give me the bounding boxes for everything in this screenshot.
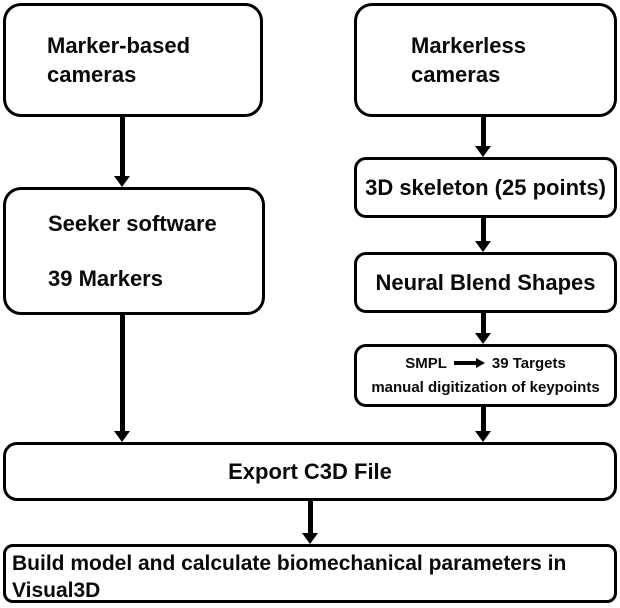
arrow-skeleton-to-neural-icon	[475, 218, 491, 252]
smpl-label: SMPL	[405, 354, 447, 372]
box-markerless-cameras-text: Markerless cameras	[357, 6, 614, 114]
arrow-markerless-to-skeleton-icon	[475, 117, 491, 157]
box-neural-blend-shapes: Neural Blend Shapes	[354, 252, 617, 313]
arrow-head	[475, 333, 491, 344]
right-arrow-icon	[453, 358, 485, 369]
box-label-line: Markerless	[411, 33, 526, 58]
arrow-shaft	[307, 501, 313, 533]
box-seeker-software-text: Seeker software 39 Markers	[6, 190, 262, 312]
arrow-seeker-to-export-icon	[114, 315, 130, 442]
box-label-line: 39 Markers	[48, 266, 163, 291]
box-markerless-cameras: Markerless cameras	[354, 3, 617, 117]
box-export-c3d-file: Export C3D File	[3, 442, 617, 501]
box-smpl-targets-text: SMPL 39 Targets manual digitization of k…	[357, 347, 614, 404]
arrow-shaft	[119, 315, 125, 431]
box-seeker-software: Seeker software 39 Markers	[3, 187, 265, 315]
box-label-line: cameras	[47, 62, 137, 87]
box-3d-skeleton: 3D skeleton (25 points)	[354, 157, 617, 218]
box-label: 3D skeleton (25 points)	[365, 174, 606, 200]
arrow-shaft	[480, 313, 486, 333]
box-marker-based-cameras: Marker-based cameras	[3, 3, 263, 117]
arrow-shaft	[480, 117, 486, 146]
box-label-line: Marker-based	[47, 33, 191, 58]
right-arrow-head	[475, 358, 485, 369]
box-build-model-visual3d: Build model and calculate biomechanical …	[3, 544, 617, 603]
smpl-line2: manual digitization of keypoints	[371, 379, 600, 397]
arrow-head	[114, 176, 130, 187]
box-smpl-targets: SMPL 39 Targets manual digitization of k…	[354, 344, 617, 407]
arrow-shaft	[119, 117, 125, 176]
arrow-smpl-to-export-icon	[475, 407, 491, 442]
right-arrow-shaft	[453, 361, 476, 365]
arrow-marker-to-seeker-icon	[114, 117, 130, 187]
box-label: Build model and calculate biomechanical …	[12, 552, 567, 602]
arrow-neural-to-smpl-icon	[475, 313, 491, 344]
arrow-head	[475, 146, 491, 157]
arrow-head	[302, 533, 318, 544]
box-label-line: cameras	[411, 62, 501, 87]
box-label-line: Seeker software	[48, 211, 217, 236]
box-label: Export C3D File	[228, 458, 392, 484]
arrow-head	[475, 431, 491, 442]
arrow-head	[114, 431, 130, 442]
box-marker-based-cameras-text: Marker-based cameras	[6, 6, 260, 114]
arrow-shaft	[480, 407, 486, 431]
targets-label: 39 Targets	[491, 354, 566, 372]
arrow-head	[475, 241, 491, 252]
arrow-shaft	[480, 218, 486, 241]
smpl-line1: SMPL 39 Targets	[405, 355, 566, 372]
box-label: Neural Blend Shapes	[375, 269, 596, 295]
arrow-export-to-build-icon	[302, 501, 318, 544]
